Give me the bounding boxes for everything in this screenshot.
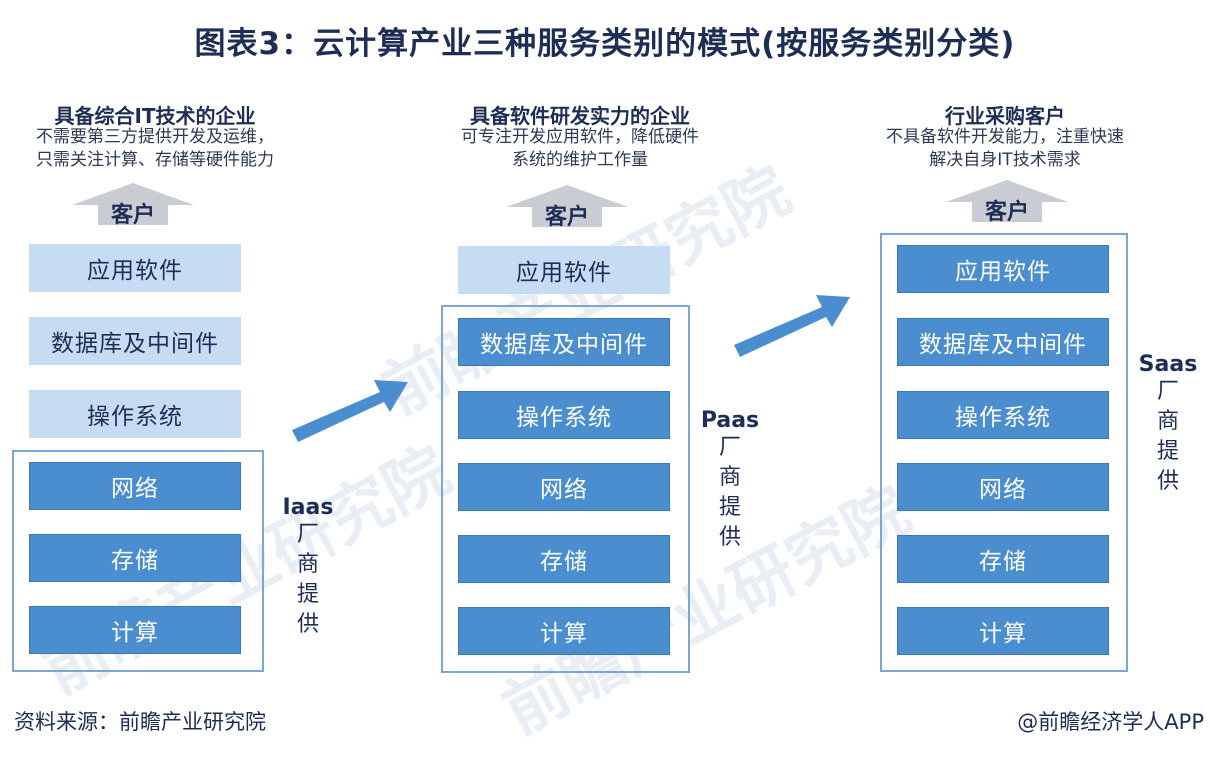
layer-storage: 存储 [458, 535, 670, 583]
layer-os: 操作系统 [897, 391, 1109, 439]
layer-app-software: 应用软件 [29, 244, 241, 292]
up-arrow-icon [506, 185, 628, 227]
credit-note: @前瞻经济学人APP [1017, 710, 1204, 734]
vendor-char: 厂 [718, 435, 741, 460]
customer-label: 客户 [984, 200, 1029, 225]
column-description: 不需要第三方提供开发及运维， 只需关注计算、存储等硬件能力 [36, 127, 274, 170]
layer-compute: 计算 [29, 606, 241, 654]
vendor-label: Iaas 厂 商 提 供 [280, 495, 336, 640]
column-description: 不具备软件开发能力，注重快速 解决自身IT技术需求 [886, 127, 1124, 170]
vendor-char: 商 [1156, 409, 1179, 434]
customer-label: 客户 [110, 203, 155, 228]
source-note: 资料来源：前瞻产业研究院 [14, 710, 266, 734]
layer-network: 网络 [458, 463, 670, 511]
vendor-name: Saas [1138, 352, 1198, 377]
transition-arrow-icon [734, 295, 850, 357]
layer-network: 网络 [29, 462, 241, 510]
vendor-label: Saas 厂 商 提 供 [1138, 352, 1198, 497]
vendor-name: Paas [700, 408, 760, 433]
vendor-frame [441, 305, 690, 673]
vendor-char: 厂 [296, 522, 319, 547]
layer-app-software: 应用软件 [897, 245, 1109, 293]
layer-database-middleware: 数据库及中间件 [458, 318, 670, 366]
vendor-char: 提 [718, 495, 741, 520]
vendor-char: 厂 [1156, 379, 1179, 404]
layer-database-middleware: 数据库及中间件 [897, 318, 1109, 366]
up-arrow-icon [72, 183, 194, 225]
column-heading: 具备软件研发实力的企业 [470, 104, 690, 128]
layer-database-middleware: 数据库及中间件 [29, 317, 241, 365]
layer-compute: 计算 [897, 607, 1109, 655]
layer-storage: 存储 [29, 534, 241, 582]
vendor-char: 供 [718, 525, 741, 550]
vendor-char: 提 [1156, 439, 1179, 464]
vendor-char: 供 [296, 612, 319, 637]
layer-compute: 计算 [458, 607, 670, 655]
vendor-name: Iaas [282, 495, 334, 520]
vendor-frame [12, 450, 264, 672]
vendor-char: 供 [1156, 469, 1179, 494]
figure-title: 图表3：云计算产业三种服务类别的模式(按服务类别分类) [194, 26, 1016, 62]
column-heading: 行业采购客户 [945, 104, 1065, 128]
layer-network: 网络 [897, 463, 1109, 511]
vendor-char: 提 [296, 582, 319, 607]
layer-app-software: 应用软件 [458, 246, 670, 294]
vendor-char: 商 [718, 465, 741, 490]
up-arrow-icon [946, 180, 1068, 222]
column-description: 可专注开发应用软件，降低硬件 系统的维护工作量 [461, 127, 699, 170]
vendor-label: Paas 厂 商 提 供 [700, 408, 760, 553]
column-heading: 具备综合IT技术的企业 [54, 104, 256, 128]
vendor-char: 商 [296, 552, 319, 577]
vendor-frame [880, 233, 1128, 672]
layer-os: 操作系统 [458, 391, 670, 439]
transition-arrow-icon [292, 380, 408, 442]
layer-os: 操作系统 [29, 390, 241, 438]
customer-label: 客户 [544, 205, 589, 230]
layer-storage: 存储 [897, 535, 1109, 583]
